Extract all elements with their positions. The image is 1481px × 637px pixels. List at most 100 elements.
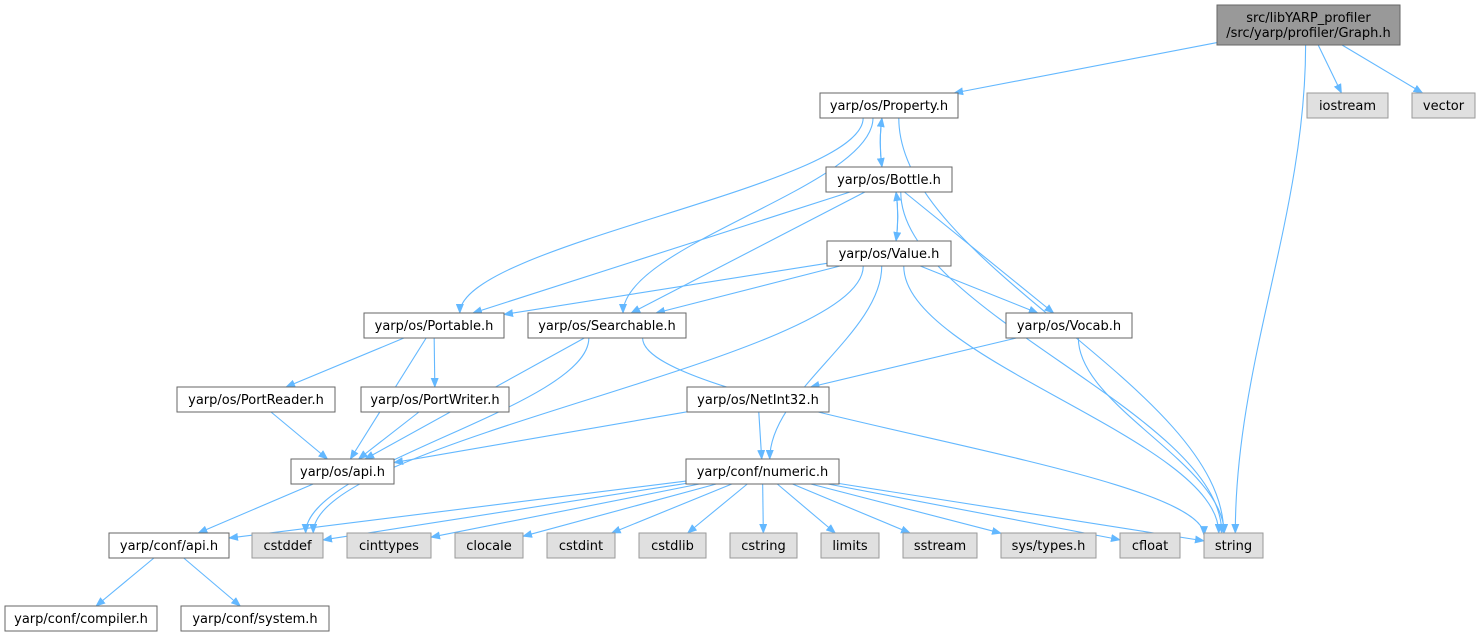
node-value[interactable]: yarp/os/Value.h: [826, 240, 952, 267]
edges-layer: [95, 42, 1424, 607]
node-system[interactable]: yarp/conf/system.h: [180, 605, 330, 632]
node-label: iostream: [1319, 99, 1376, 114]
node-label: cinttypes: [359, 539, 419, 554]
node-label: cstddef: [263, 539, 312, 554]
node-numeric[interactable]: yarp/conf/numeric.h: [685, 458, 840, 485]
edge-line: [827, 483, 1121, 543]
node-box: [346, 532, 432, 559]
node-limits: limits: [820, 532, 880, 559]
node-netint32[interactable]: yarp/os/NetInt32.h: [686, 386, 830, 413]
edge-numeric-to-cstring: [759, 483, 768, 534]
edge-netint32-to-osapi: [393, 411, 688, 465]
node-label: yarp/conf/compiler.h: [14, 612, 148, 627]
edge-line: [630, 191, 866, 314]
edge-line: [309, 265, 864, 534]
edge-value-to-string: [903, 265, 1223, 534]
node-label: src/libYARP_profiler: [1246, 11, 1371, 26]
edge-numeric-to-cfloat: [827, 483, 1121, 543]
node-cstddef: cstddef: [251, 532, 324, 559]
node-systypes: sys/types.h: [1000, 532, 1097, 559]
node-confapi[interactable]: yarp/conf/api.h: [108, 532, 230, 559]
nodes-layer: src/libYARP_profiler/src/yarp/profiler/G…: [4, 4, 1476, 632]
node-box: [1005, 312, 1133, 339]
edge-line: [893, 191, 902, 242]
node-bottle[interactable]: yarp/os/Bottle.h: [825, 166, 953, 193]
node-osapi[interactable]: yarp/os/api.h: [290, 458, 395, 485]
node-compiler[interactable]: yarp/conf/compiler.h: [4, 605, 158, 632]
edge-line: [430, 483, 700, 540]
edge-portable-to-portreader: [285, 337, 405, 388]
edge-line: [838, 482, 1205, 544]
edge-searchable-to-string: [642, 337, 1208, 537]
edge-line: [197, 483, 314, 534]
edge-line: [1317, 44, 1342, 94]
edge-property-to-portable: [455, 117, 864, 314]
node-box: [686, 386, 830, 413]
edge-line: [455, 117, 864, 314]
node-label: yarp/os/api.h: [300, 465, 385, 480]
node-label: yarp/os/Searchable.h: [538, 319, 676, 334]
node-label: cstdint: [559, 539, 603, 554]
edge-line: [809, 337, 1017, 389]
node-box: [1000, 532, 1097, 559]
edge-confapi-to-system: [183, 557, 242, 607]
edge-line: [1077, 337, 1229, 534]
node-box: [819, 92, 959, 119]
edge-line: [642, 337, 1208, 537]
edge-value-to-searchable: [654, 265, 841, 315]
node-label: yarp/os/Bottle.h: [837, 173, 941, 188]
edge-line: [619, 117, 874, 314]
edge-numeric-to-cinttypes: [430, 483, 700, 540]
edge-line: [228, 480, 687, 541]
edge-line: [1341, 44, 1424, 94]
edge-numeric-to-clocale: [522, 483, 717, 538]
edge-line: [876, 117, 885, 168]
edge-line: [393, 411, 688, 465]
edge-line: [357, 411, 420, 460]
node-label: yarp/os/Vocab.h: [1017, 319, 1121, 334]
node-searchable[interactable]: yarp/os/Searchable.h: [527, 312, 687, 339]
edge-graph-to-iostream: [1317, 44, 1342, 94]
node-box: [251, 532, 324, 559]
edge-line: [776, 483, 836, 534]
edge-bottle-to-portable: [472, 191, 851, 315]
node-box: [729, 532, 798, 559]
edge-value-to-cstddef: [309, 265, 864, 534]
node-label: yarp/os/PortWriter.h: [370, 393, 499, 408]
node-box: [638, 532, 707, 559]
edge-numeric-to-cstddef: [322, 482, 687, 543]
node-label: cstring: [741, 539, 785, 554]
edge-osapi-to-confapi: [197, 483, 314, 534]
node-label: vector: [1423, 99, 1465, 114]
edge-line: [903, 265, 1223, 534]
edge-numeric-to-sstream: [792, 483, 911, 534]
edge-line: [95, 557, 155, 607]
edge-line: [953, 42, 1218, 96]
edge-line: [522, 483, 717, 538]
edge-line: [920, 265, 1039, 314]
node-box: [826, 240, 952, 267]
node-box: [825, 166, 953, 193]
node-box: [685, 458, 840, 485]
edge-portwriter-to-osapi: [357, 411, 420, 460]
edge-confapi-to-compiler: [95, 557, 155, 607]
node-graph[interactable]: src/libYARP_profiler/src/yarp/profiler/G…: [1216, 4, 1401, 46]
node-clocale: clocale: [454, 532, 524, 559]
node-cstring: cstring: [729, 532, 798, 559]
node-portwriter[interactable]: yarp/os/PortWriter.h: [360, 386, 510, 413]
node-box: [1411, 92, 1476, 119]
node-label: sstream: [914, 539, 966, 554]
node-property[interactable]: yarp/os/Property.h: [819, 92, 959, 119]
node-label: yarp/os/Property.h: [830, 99, 948, 114]
edge-line: [472, 191, 851, 315]
node-portreader[interactable]: yarp/os/PortReader.h: [176, 386, 336, 413]
edge-numeric-to-string: [838, 482, 1205, 544]
node-portable[interactable]: yarp/os/Portable.h: [363, 312, 505, 339]
edge-line: [301, 337, 590, 534]
edge-numeric-to-limits: [776, 483, 836, 534]
edge-value-to-vocab: [920, 265, 1039, 314]
node-vocab[interactable]: yarp/os/Vocab.h: [1005, 312, 1133, 339]
node-label: yarp/os/NetInt32.h: [697, 393, 819, 408]
node-label: yarp/os/Portable.h: [375, 319, 494, 334]
edge-line: [757, 411, 766, 460]
